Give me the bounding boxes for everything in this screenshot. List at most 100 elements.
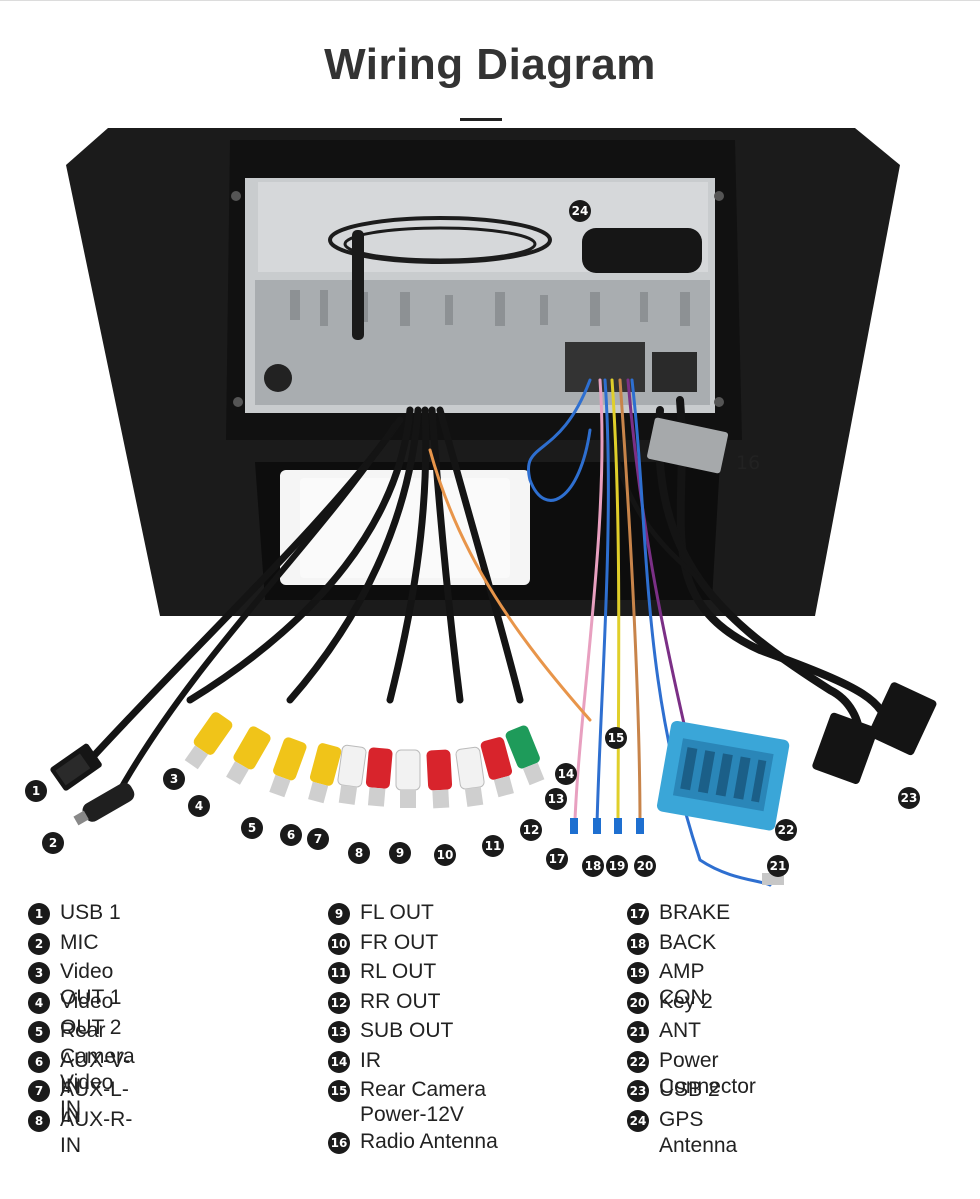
legend-item: 12 RR OUT	[328, 989, 510, 1019]
legend-number: 4	[28, 991, 50, 1014]
legend-item: 9 FL OUT	[328, 900, 510, 930]
legend-text: Video OUT 1	[60, 960, 122, 1009]
legend-number: 9	[328, 903, 350, 925]
legend-column-3: 17 BRAKE 18 BACK 19 AMP CON 20 Key 2 21 ANT 2…	[627, 900, 756, 1157]
legend-item: 4 Video OUT 2	[28, 989, 135, 1039]
legend-item: 24 GPS Antenna	[627, 1107, 756, 1157]
legend-number: 16	[328, 1132, 350, 1154]
legend-text: USB 2	[659, 1078, 720, 1101]
callout-badge-19: 19	[606, 855, 628, 877]
callout-badge-7: 7	[307, 828, 329, 850]
legend-number: 8	[28, 1109, 50, 1132]
legend-item: 11 RL OUT	[328, 959, 510, 989]
legend-item: 8 AUX-R-IN	[28, 1107, 135, 1157]
legend-text: USB 1	[60, 901, 121, 924]
legend-column-2: 9 FL OUT 10 FR OUT 11 RL OUT 12 RR OUT 13 SUB…	[328, 900, 510, 1159]
callout-badge-10: 10	[434, 844, 456, 866]
legend-number: 24	[627, 1109, 649, 1132]
callout-badge-20: 20	[634, 855, 656, 877]
callout-badge-9: 9	[389, 842, 411, 864]
legend-text: RL OUT	[360, 960, 437, 983]
callout-badge-15: 15	[605, 727, 627, 749]
legend-text: AUX-L-IN	[60, 1078, 129, 1127]
callout-badge-3: 3	[163, 768, 185, 790]
callout-badge-2: 2	[42, 832, 64, 854]
legend-text: Power Connector	[659, 1048, 756, 1098]
callout-badge-23: 23	[898, 787, 920, 809]
legend-item: 1 USB 1	[28, 900, 135, 930]
legend-text: Key 2	[659, 989, 713, 1013]
callout-badge-21: 21	[767, 855, 789, 877]
legend-text: BACK	[659, 930, 717, 954]
legend-item: 19 AMP CON	[627, 959, 756, 1009]
legend-number: 15	[328, 1080, 350, 1102]
legend-number: 10	[328, 932, 350, 955]
legend-text: GPS Antenna	[659, 1107, 738, 1157]
legend-text: SUB OUT	[360, 1019, 454, 1042]
callout-badge-1: 1	[25, 780, 47, 802]
legend-number: 2	[28, 932, 50, 955]
legend-number: 6	[28, 1050, 50, 1073]
legend-number: 11	[328, 962, 350, 984]
legend-number: 19	[627, 962, 649, 984]
legend-text: FL OUT	[360, 901, 434, 924]
legend-number: 17	[627, 903, 649, 925]
legend-number: 20	[627, 991, 649, 1014]
callout-badge-14: 14	[555, 763, 577, 785]
legend-text: ANT	[659, 1019, 701, 1042]
power-connector	[656, 720, 790, 831]
legend-number: 14	[328, 1050, 350, 1073]
legend-item: 15 Rear Camera Power-12V	[328, 1077, 510, 1129]
legend-number: 21	[627, 1021, 649, 1043]
legend-text: AMP CON	[659, 960, 706, 1009]
callout-badge-24: 24	[569, 200, 591, 222]
legend-number: 23	[627, 1080, 649, 1102]
legend-item: 13 SUB OUT	[328, 1018, 510, 1048]
callout-badge-17: 17	[546, 848, 568, 870]
callout-badge-22: 22	[775, 819, 797, 841]
top-rule	[0, 0, 980, 1]
callout-badge-4: 4	[188, 795, 210, 817]
legend-text: RR OUT	[360, 989, 441, 1013]
legend-number: 12	[328, 991, 350, 1014]
title-underline	[460, 118, 502, 121]
legend-item: 23 USB 2	[627, 1077, 756, 1107]
legend-text: AUX-R-IN	[60, 1107, 133, 1157]
legend-text: BRAKE	[659, 901, 731, 924]
legend-item: 20 Key 2	[627, 989, 756, 1019]
legend-item: 16 Radio Antenna	[328, 1129, 510, 1159]
callout-badge-5: 5	[241, 817, 263, 839]
legend-text: Rear Camera Power-12V	[360, 1078, 487, 1126]
legend-number: 18	[627, 932, 649, 955]
callout-label-16: 16	[736, 452, 761, 474]
legend-number: 22	[627, 1050, 649, 1073]
callout-badge-13: 13	[545, 788, 567, 810]
legend-number: 1	[28, 903, 50, 925]
legend-item: 21 ANT	[627, 1018, 756, 1048]
wiring-photo	[50, 128, 937, 887]
legend-number: 5	[28, 1021, 50, 1043]
legend-text: MIC	[60, 930, 99, 954]
legend-text: Video OUT 2	[60, 989, 122, 1039]
rca-plugs	[184, 712, 545, 809]
legend-number: 7	[28, 1080, 50, 1102]
legend-text: FR OUT	[360, 930, 439, 954]
legend-item: 6 AUX-V-IN	[28, 1048, 135, 1098]
callout-badge-8: 8	[348, 842, 370, 864]
legend-text: AUX-V-IN	[60, 1048, 131, 1098]
legend-item: 17 BRAKE	[627, 900, 756, 930]
legend-text: Radio Antenna	[360, 1130, 498, 1153]
callout-badge-12: 12	[520, 819, 542, 841]
legend-item: 22 Power Connector	[627, 1048, 756, 1098]
page-title: Wiring Diagram	[324, 40, 656, 89]
legend-item: 7 AUX-L-IN	[28, 1077, 135, 1127]
legend-number: 13	[328, 1021, 350, 1043]
legend-item: 10 FR OUT	[328, 930, 510, 960]
legend-item: 2 MIC	[28, 930, 135, 960]
callout-badge-6: 6	[280, 824, 302, 846]
legend-item: 18 BACK	[627, 930, 756, 960]
callout-badge-11: 11	[482, 835, 504, 857]
